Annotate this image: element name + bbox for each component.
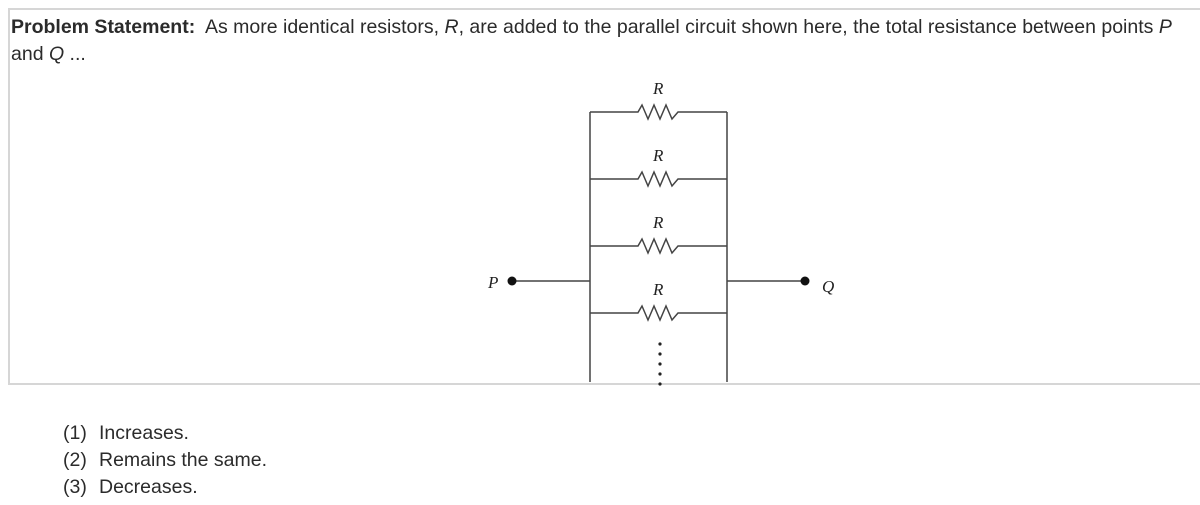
resistor-branch: R xyxy=(590,146,727,188)
resistor-label: R xyxy=(652,79,664,98)
point-q-label: Q xyxy=(822,277,834,296)
continuation-dots xyxy=(658,342,662,386)
point-q-node xyxy=(800,276,810,286)
answer-choices: (1) Increases. (2) Remains the same. (3)… xyxy=(63,420,267,501)
resistor-label: R xyxy=(652,146,664,165)
point-p-node xyxy=(507,276,517,286)
resistor-branch: R xyxy=(590,79,727,121)
resistor-label: R xyxy=(652,280,664,299)
circuit-wires xyxy=(512,112,805,382)
problem-label: Problem Statement: xyxy=(11,16,196,38)
choice-1[interactable]: (1) Increases. xyxy=(63,422,189,444)
resistor-symbol xyxy=(590,304,727,322)
resistor-label: R xyxy=(652,213,664,232)
resistor-branch: R xyxy=(590,213,727,255)
point-p-label: P xyxy=(487,273,498,292)
resistor-branch: R xyxy=(590,280,727,322)
choice-2[interactable]: (2) Remains the same. xyxy=(63,449,267,471)
problem-box xyxy=(8,8,1200,385)
choice-3[interactable]: (3) Decreases. xyxy=(63,476,198,498)
problem-statement: Problem Statement: As more identical res… xyxy=(11,16,1172,65)
resistor-symbol xyxy=(590,170,727,188)
resistor-symbol xyxy=(590,103,727,121)
resistor-symbol xyxy=(590,237,727,255)
parallel-circuit-diagram: R R R R P Q xyxy=(487,79,834,386)
